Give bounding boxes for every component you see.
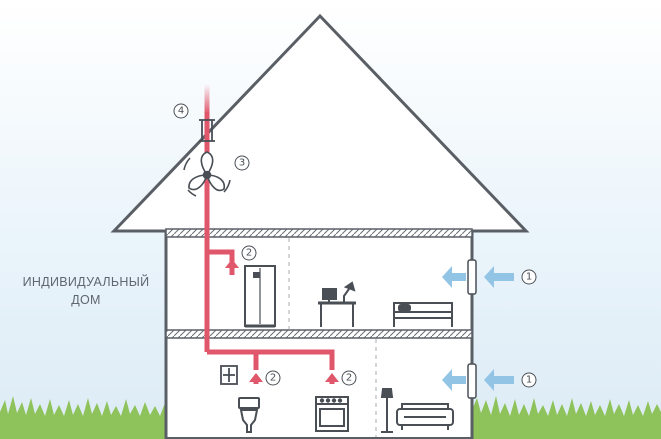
roof-outlet-cap [199,119,215,142]
marker-extract-vent-toilet: 2 [265,370,281,386]
svg-text:2: 2 [346,373,352,384]
shower-cabin-icon [244,265,276,328]
floor-lamp-icon [380,388,394,433]
fresh-air-arrow-outside-lower [484,369,514,391]
bed-icon [393,302,453,327]
vent-grille-icon [220,365,238,385]
marker-roof-outlet: 4 [173,103,189,119]
svg-text:4: 4 [178,106,184,117]
house-label-line2: ДОМ [71,293,101,307]
stove-icon [315,396,349,432]
marker-fan: 3 [234,155,250,171]
svg-text:3: 3 [239,158,245,169]
svg-text:2: 2 [246,248,252,259]
marker-extract-vent-bathroom: 2 [241,245,257,261]
attic-floor-slab [165,228,473,238]
marker-inlet-upper: 1 [521,269,537,285]
fan-icon [183,151,231,197]
desk-lamp-icon [318,281,356,327]
svg-text:2: 2 [270,373,276,384]
middle-floor-slab [165,329,473,339]
duct-arrows [225,259,339,384]
duct-exhaust-plume [204,84,210,114]
room-dividers [288,238,377,438]
number-markers: 4 3 2 2 2 1 1 [173,103,537,388]
marker-extract-vent-kitchen: 2 [341,370,357,386]
fresh-air-arrow-inside-upper [442,266,466,288]
house-label-line1: ИНДИВИДУАЛЬНЫЙ [22,275,150,289]
fresh-air-arrows [442,266,514,391]
fresh-air-arrow-outside-upper [484,266,514,288]
sofa-icon [396,403,454,430]
toilet-icon [238,397,260,433]
grass [0,396,661,439]
marker-inlet-lower: 1 [521,372,537,388]
fresh-air-arrow-inside-lower [442,369,466,391]
svg-text:1: 1 [526,272,532,283]
window-icon [467,259,477,399]
house-label: ИНДИВИДУАЛЬНЫЙ ДОМ [6,273,166,309]
svg-text:1: 1 [526,375,532,386]
